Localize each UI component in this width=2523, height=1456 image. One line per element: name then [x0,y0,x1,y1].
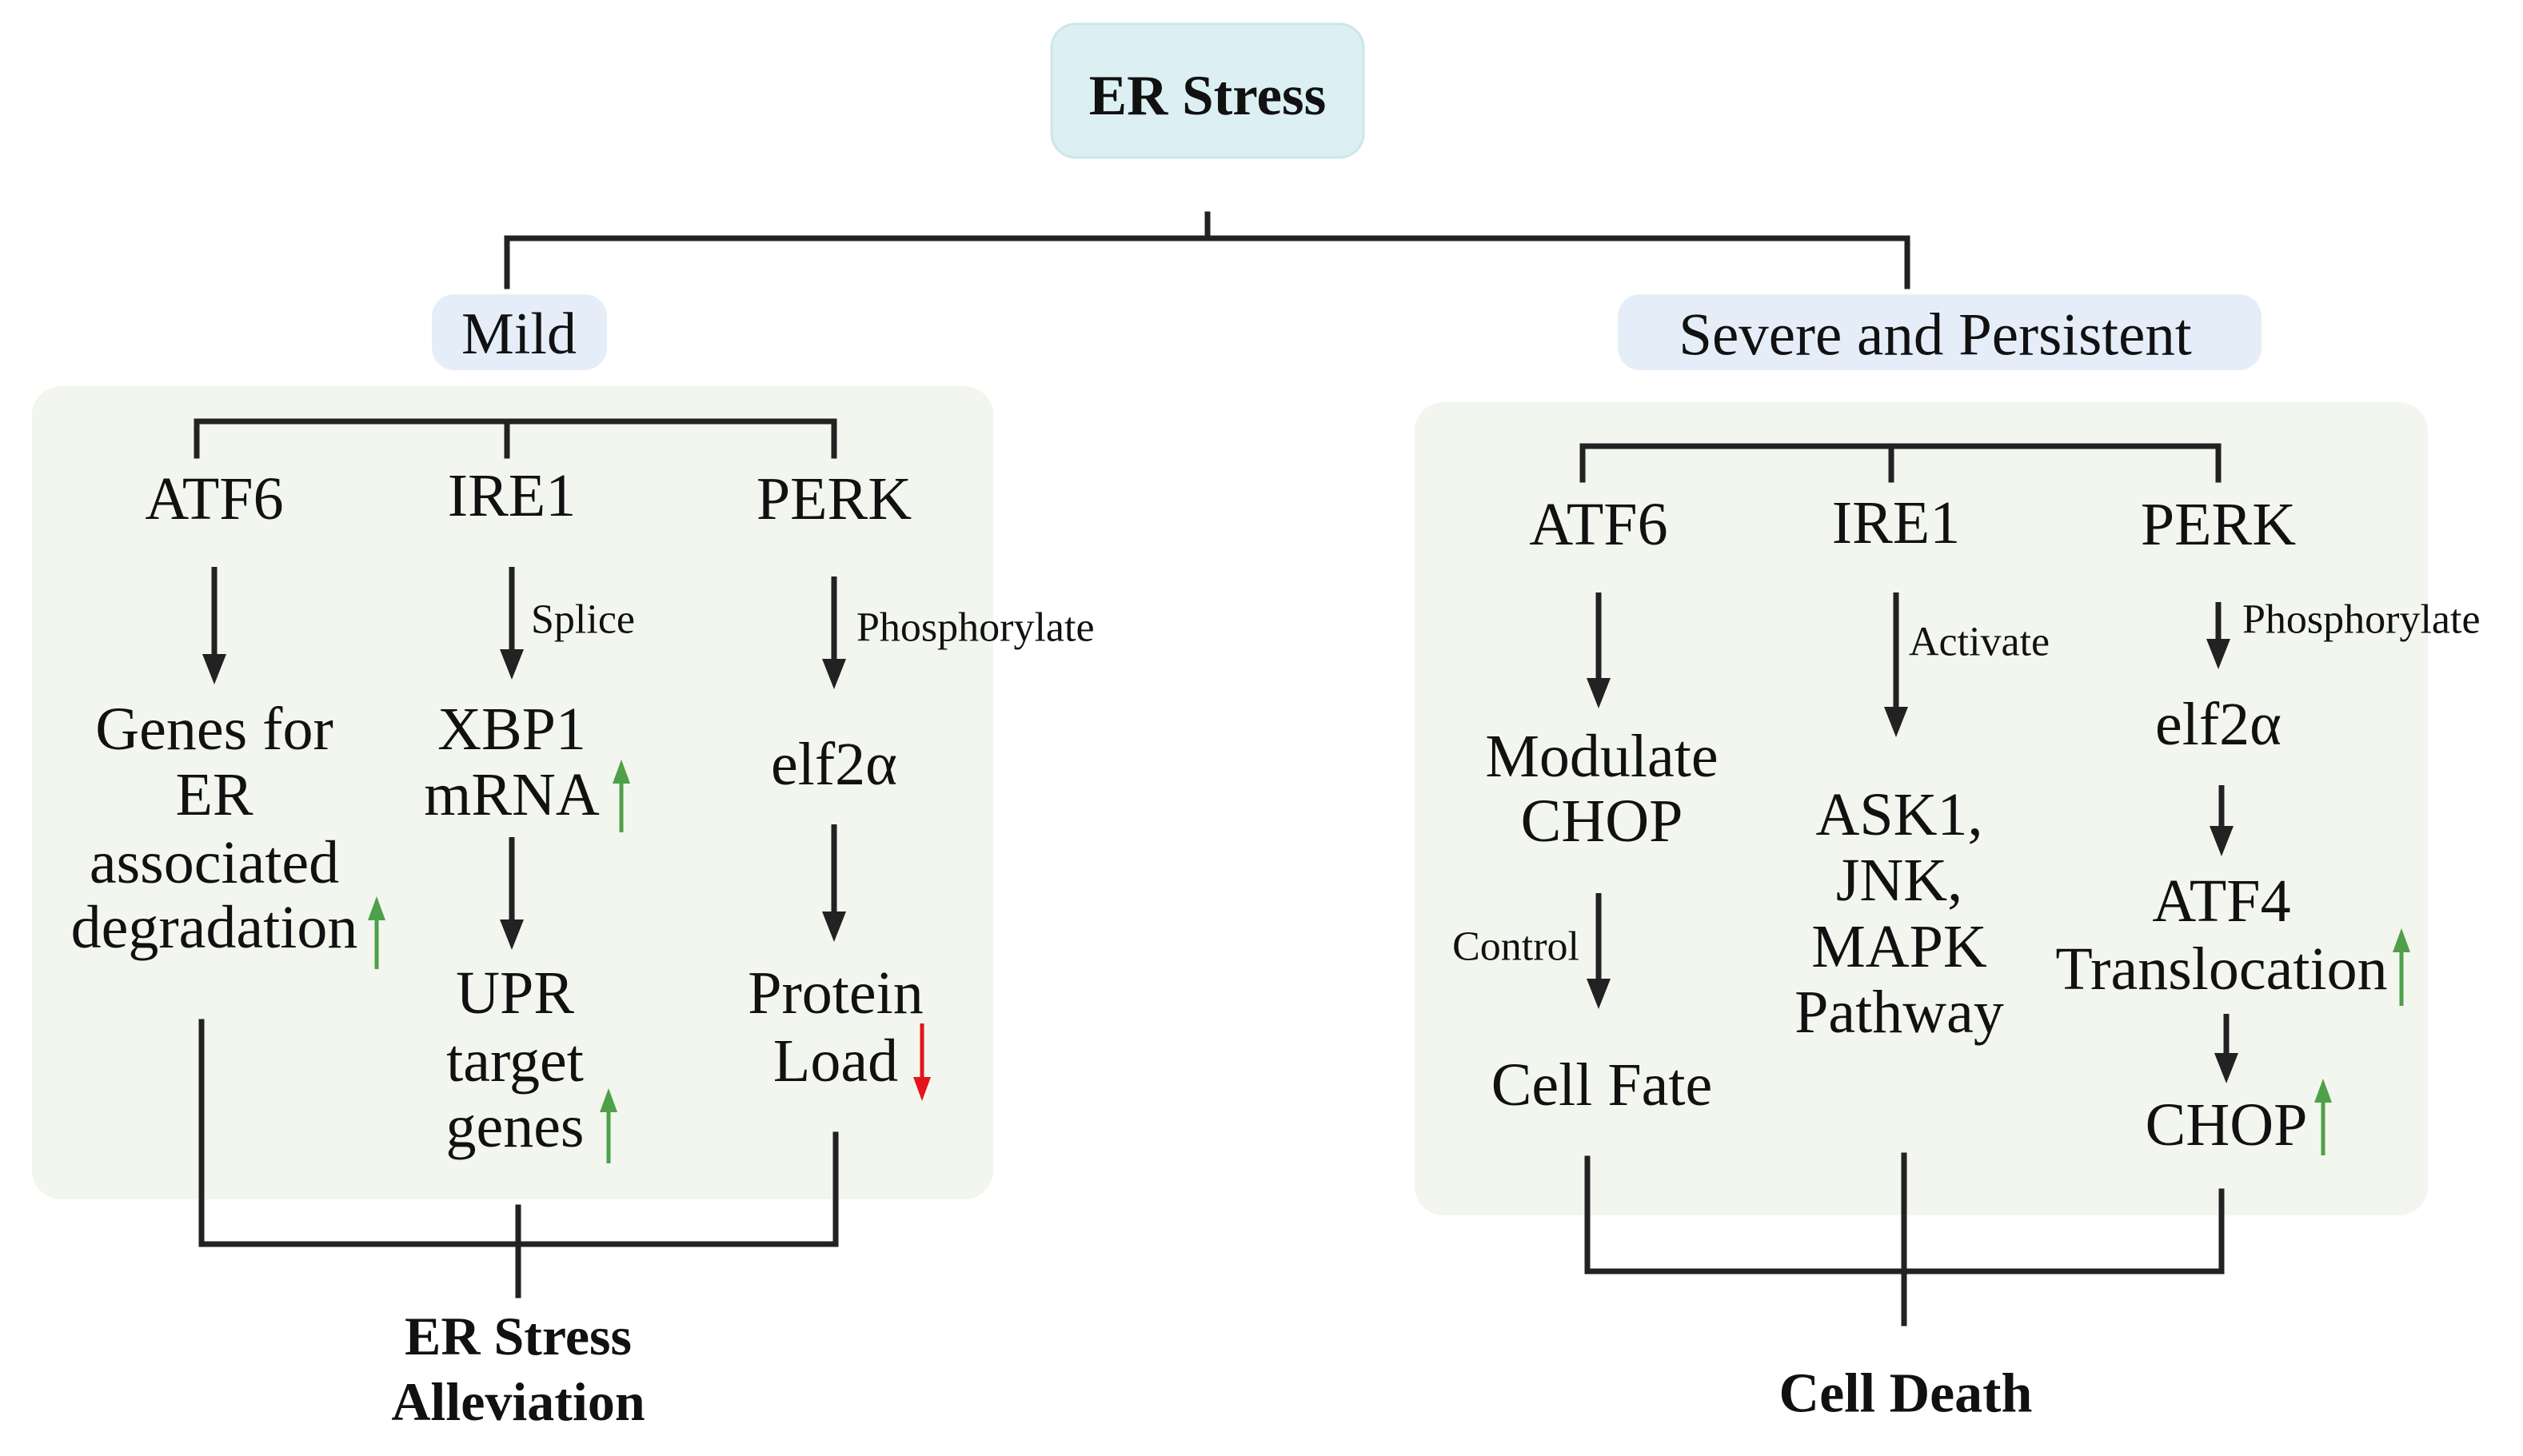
mild-result-line: Alleviation [391,1371,645,1432]
mild-box [432,294,607,370]
mild-ire1-outcome-line: UPR [456,959,574,1027]
severe-perk-outcome: CHOP [2146,1091,2308,1159]
severe-atf6-label: ATF6 [1529,491,1667,558]
root-title: ER Stress [1089,65,1327,127]
mild-perk-outcome-line: Protein [748,959,924,1027]
severe-perk-product: elf2α [2155,691,2281,758]
mild-top-connector [194,418,837,459]
severe-ire1-outcome-line: MAPK [1811,913,1987,980]
severe-perk-label: PERK [2141,491,2296,558]
decrease-arrow-icon [913,1023,931,1101]
mild-bottom-connector [198,1019,839,1298]
severe-ire1-outcome-line: Pathway [1794,979,2004,1046]
severe-atf6-action: Control [1452,924,1579,970]
mild-ire1-arrow-icon [500,567,524,680]
severe-perk-step2-line: ATF4 [2152,868,2290,935]
severe-perk-step2-line: Translocation [2055,935,2387,1003]
mild-perk-label: PERK [757,465,912,533]
mild-perk-outcome-line: Load [773,1027,898,1095]
severe-box [1618,294,2262,370]
mild-ire1-product-line: mRNA [424,761,600,828]
mild-result-line: ER Stress [405,1306,632,1366]
severe-ire1-outcome-line: ASK1, [1815,781,1982,848]
severe-ire1-label: IRE1 [1832,489,1960,556]
severe-perk-third-arrow-icon [2214,1014,2238,1083]
severe-perk-action: Phosphorylate [2242,597,2481,643]
branch-connector [504,235,1910,289]
increase-arrow-icon [613,760,630,832]
severe-top-connector [1579,443,2222,483]
severe-panel [1415,402,2428,1215]
mild-perk-product: elf2α [771,731,897,798]
mild-atf6-outcome-line: Genes for [95,696,333,763]
severe-perk-arrow-icon [2206,602,2230,669]
mild-atf6-outcome-line: ER [175,761,253,828]
severe-atf6-arrow-icon [1587,592,1611,708]
increase-arrow-icon [2393,928,2410,1006]
mild-atf6-outcome-line: associated [90,829,339,896]
mild-ire1-outcome-line: target [446,1027,584,1095]
increase-arrow-icon [368,896,385,969]
severe-title: Severe and Persistent [1679,302,2192,369]
severe-ire1-arrow-icon [1884,592,1908,737]
mild-ire1-label: IRE1 [448,462,576,529]
severe-atf6-second-arrow-icon [1587,893,1611,1009]
increase-arrow-icon [600,1088,617,1163]
mild-ire1-second-arrow-icon [500,837,524,950]
mild-atf6-outcome-line: degradation [71,894,358,961]
mild-atf6-label: ATF6 [145,465,283,533]
root-box [1050,22,1365,159]
mild-perk-action: Phosphorylate [856,605,1095,651]
severe-bottom-connector [1584,1152,2225,1326]
mild-perk-arrow-icon [822,576,846,689]
mild-perk-second-arrow-icon [822,824,846,942]
mild-ire1-outcome-line: genes [445,1093,584,1160]
severe-result: Cell Death [1779,1363,2033,1425]
severe-atf6-product-line: Modulate [1485,723,1718,790]
mild-ire1-action: Splice [531,597,635,643]
severe-atf6-outcome: Cell Fate [1491,1051,1713,1119]
mild-atf6-arrow-icon [202,567,226,684]
severe-perk-second-arrow-icon [2210,785,2234,856]
severe-ire1-action: Activate [1909,620,2050,665]
mild-ire1-product-line: XBP1 [437,696,586,763]
increase-arrow-icon [2314,1079,2332,1155]
mild-panel [32,386,993,1199]
severe-ire1-outcome-line: JNK, [1836,847,1962,914]
severe-atf6-product-line: CHOP [1521,788,1683,855]
mild-title: Mild [461,301,577,367]
